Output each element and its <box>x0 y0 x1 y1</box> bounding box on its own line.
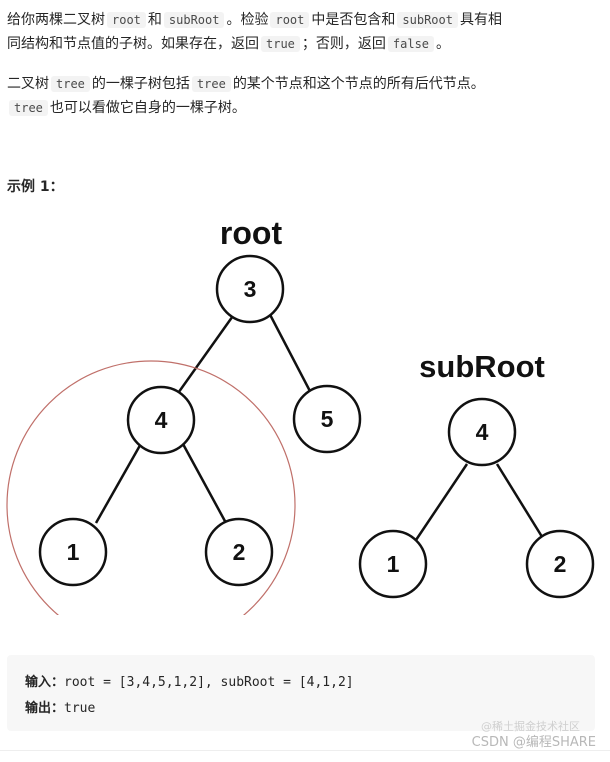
node-label: 5 <box>321 406 334 432</box>
subroot-tree-nodes <box>358 397 595 599</box>
subroot-tree-edges <box>414 463 546 541</box>
text: 。检验 <box>226 12 269 28</box>
inline-code: true <box>261 36 300 52</box>
text: 二叉树 <box>7 76 49 92</box>
node-labels: 3 4 5 1 2 4 1 2 <box>67 276 567 577</box>
tree-node <box>292 384 362 454</box>
text: 的某个节点和这个节点的所有后代节点。 <box>232 76 485 92</box>
inline-code: root <box>270 12 310 28</box>
tree-node <box>126 385 196 455</box>
text: 具有相 <box>459 12 502 28</box>
input-line: 输入：root = [3,4,5,1,2], subRoot = [4,1,2] <box>25 671 354 690</box>
subtree-highlight-circle <box>6 360 296 615</box>
inline-code: tree <box>51 76 90 92</box>
root-tree-edges <box>94 304 314 524</box>
tree-node <box>447 397 517 467</box>
output-line: 输出：true <box>25 697 95 716</box>
node-label: 3 <box>244 276 257 302</box>
text: 和 <box>147 12 162 28</box>
input-value: root = [3,4,5,1,2], subRoot = [4,1,2] <box>64 675 354 690</box>
text: 给你两棵二叉树 <box>7 12 105 28</box>
node-label: 1 <box>67 539 80 565</box>
divider <box>0 750 610 751</box>
inline-code: false <box>387 36 435 52</box>
watermark-secondary: @稀土掘金技术社区 <box>481 720 580 733</box>
inline-code: root <box>107 12 146 28</box>
watermark: CSDN @编程SHARE <box>471 735 596 750</box>
text: ；否则，返回 <box>301 36 386 52</box>
node-label: 2 <box>554 551 567 577</box>
output-label: 输出： <box>25 701 65 716</box>
text: 同结构和节点值的子树。如果存在，返回 <box>7 36 259 52</box>
text: 中是否包含和 <box>311 12 396 28</box>
node-label: 1 <box>387 551 400 577</box>
subroot-tree-title: subRoot <box>419 349 545 384</box>
tree-node <box>215 254 285 324</box>
node-label: 4 <box>476 419 489 445</box>
tree-node <box>358 529 428 599</box>
text: 。 <box>436 36 451 52</box>
inline-code: tree <box>9 100 48 116</box>
tree-diagram: 3 4 5 1 2 4 1 2 root subRoot <box>6 215 595 615</box>
root-tree-title: root <box>220 215 283 251</box>
example-heading: 示例 1： <box>7 179 64 195</box>
tree-node <box>525 529 595 599</box>
input-label: 输入： <box>25 675 65 690</box>
tree-node <box>204 517 274 587</box>
node-label: 2 <box>233 539 246 565</box>
example-code-block: 输入：root = [3,4,5,1,2], subRoot = [4,1,2]… <box>7 655 595 731</box>
node-label: 4 <box>155 407 168 433</box>
text: 的一棵子树包括 <box>91 76 190 92</box>
tree-node <box>38 517 108 587</box>
text: 也可以看做它自身的一棵子树。 <box>49 100 246 116</box>
inline-code: tree <box>191 76 231 92</box>
inline-code: subRoot <box>163 12 225 28</box>
root-tree-nodes <box>38 254 362 587</box>
output-value: true <box>64 701 96 716</box>
inline-code: subRoot <box>397 12 458 28</box>
